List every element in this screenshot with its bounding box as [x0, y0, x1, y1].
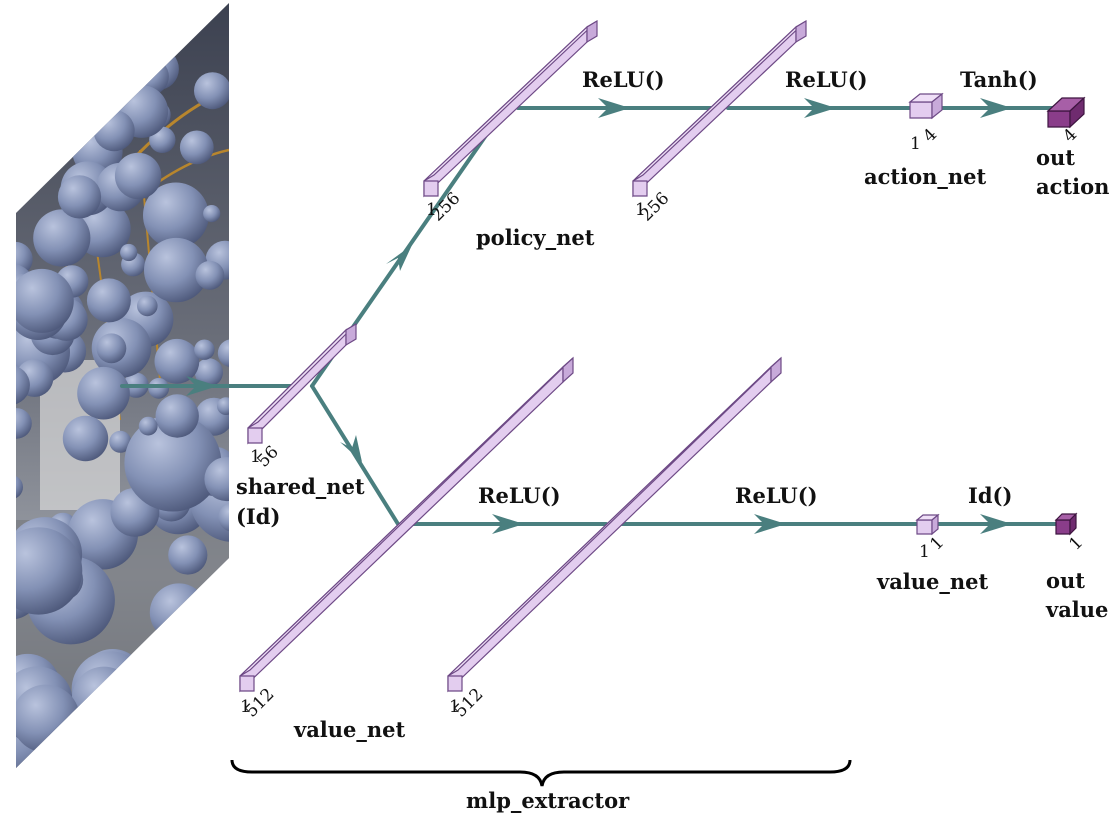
- out-value-dim: 1: [1065, 533, 1087, 555]
- sphere-shape: [138, 416, 158, 436]
- sphere-shape: [120, 243, 138, 262]
- sphere-shape: [16, 115, 50, 157]
- sphere-shape: [109, 430, 132, 453]
- sphere-shape: [194, 358, 223, 387]
- sphere-shape: [57, 175, 102, 219]
- mlp-extractor-label: mlp_extractor: [466, 788, 630, 813]
- value-net-label: value_net: [293, 717, 406, 742]
- value-layer-1-dim-a: 1: [240, 697, 251, 717]
- sphere-shape: [204, 457, 229, 502]
- sphere-shape: [217, 339, 229, 368]
- sphere-shape: [16, 268, 74, 333]
- action-activation-label: Tanh(): [960, 67, 1038, 92]
- action-net-dim-b: 4: [919, 125, 941, 147]
- sphere-shape: [72, 666, 136, 731]
- sphere-shape: [185, 715, 229, 765]
- sphere-shape: [67, 709, 159, 768]
- out-action-dim: 4: [1059, 125, 1081, 147]
- sphere-shape: [93, 110, 135, 152]
- action-net-layer: [908, 92, 944, 120]
- sphere-shape: [124, 414, 222, 512]
- value-net-layer-2: [447, 356, 782, 693]
- out-action-label-line2: action: [1036, 174, 1109, 199]
- sphere-shape: [86, 278, 131, 323]
- sphere-shape: [218, 502, 229, 532]
- sphere-shape: [155, 394, 199, 438]
- value-head-dim-a: 1: [919, 542, 930, 562]
- shared-net-layer: [247, 322, 357, 445]
- sphere-shape: [54, 9, 102, 57]
- sphere-shape: [148, 377, 170, 399]
- sphere-shape: [152, 695, 207, 749]
- value-activation-1-label: ReLU(): [478, 483, 561, 508]
- value-out-activation-label: Id(): [968, 483, 1012, 508]
- sphere-shape: [114, 152, 162, 200]
- sphere-shape: [45, 720, 131, 768]
- sphere-shape: [197, 602, 229, 654]
- sphere-shape: [182, 645, 211, 674]
- sphere-shape: [47, 32, 82, 67]
- sphere-shape: [16, 408, 32, 439]
- sphere-shape: [17, 160, 41, 184]
- sphere-shape: [156, 683, 219, 746]
- policy-layer-2-dim-a: 1: [635, 200, 646, 220]
- sphere-shape: [144, 237, 209, 303]
- sphere-shape: [194, 72, 229, 110]
- out-value-node: [1054, 512, 1078, 536]
- sphere-shape: [195, 260, 225, 290]
- sphere-shape: [154, 338, 200, 384]
- sphere-shape: [168, 535, 208, 575]
- sphere-shape: [149, 583, 208, 642]
- shared-net-sublabel: (Id): [236, 504, 280, 529]
- policy-net-label: policy_net: [476, 225, 595, 250]
- shared-net-dim-a: 1: [250, 447, 261, 467]
- sphere-shape: [32, 128, 49, 145]
- sphere-shape: [179, 130, 214, 165]
- sphere-shape: [194, 339, 215, 360]
- sphere-shape: [62, 415, 109, 462]
- value-net-head-layer: [915, 513, 940, 536]
- policy-activation-1-label: ReLU(): [582, 67, 665, 92]
- shared-net-label: shared_net: [236, 474, 365, 499]
- action-net-dim-a: 1: [910, 134, 921, 154]
- connection-lines: [120, 98, 1060, 534]
- sphere-shape: [105, 34, 137, 66]
- policy-layer-1-dim-a: 1: [426, 200, 437, 220]
- sphere-shape: [102, 70, 121, 89]
- value-net-head-label: value_net: [876, 569, 989, 594]
- policy-net-layer-1: [423, 19, 598, 198]
- sphere-shape: [16, 474, 23, 500]
- sphere-shape: [16, 527, 83, 615]
- mlp-extractor-brace: [230, 759, 852, 787]
- out-action-label-line1: out: [1036, 145, 1075, 170]
- out-value-label-line2: value: [1045, 597, 1108, 622]
- sphere-shape: [60, 38, 122, 101]
- value-layer-2-dim-a: 1: [449, 697, 460, 717]
- sphere-shape: [96, 333, 127, 364]
- sphere-shape: [217, 397, 229, 416]
- sphere-shape: [137, 295, 158, 317]
- sphere-shape: [140, 661, 177, 698]
- sphere-shape: [203, 205, 221, 223]
- sphere-shape: [77, 366, 130, 420]
- sphere-shape: [102, 42, 138, 77]
- out-value-label-line1: out: [1046, 568, 1085, 593]
- input-observation-image: [16, 3, 229, 768]
- sphere-shape: [75, 34, 143, 102]
- sphere-shape: [16, 684, 80, 753]
- sphere-shape: [74, 21, 94, 41]
- policy-net-layer-2: [632, 19, 807, 198]
- action-net-label: action_net: [864, 164, 986, 189]
- value-activation-2-label: ReLU(): [735, 483, 818, 508]
- sphere-shape: [33, 209, 91, 267]
- out-action-node: [1046, 96, 1086, 129]
- sphere-shape: [16, 365, 30, 406]
- value-net-layer-1: [239, 356, 574, 693]
- policy-activation-2-label: ReLU(): [785, 67, 868, 92]
- sphere-shape: [16, 49, 42, 76]
- sphere-shape: [16, 4, 51, 49]
- sphere-shape: [143, 182, 209, 249]
